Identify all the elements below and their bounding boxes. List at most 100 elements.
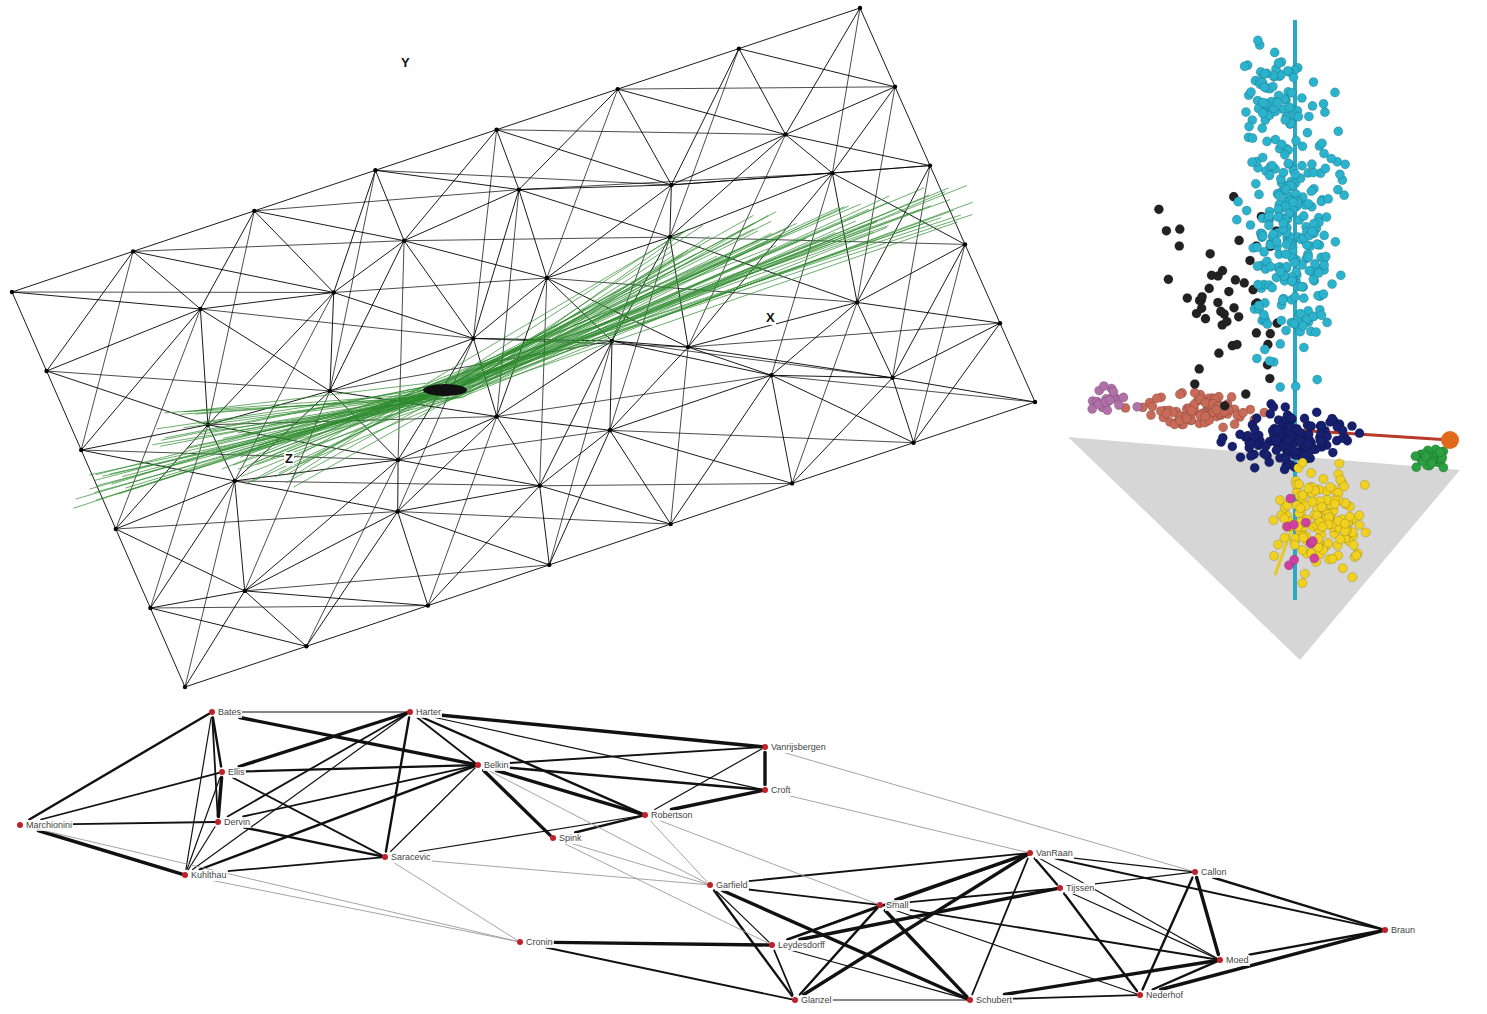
axis-label: X	[765, 311, 776, 325]
data-point	[1307, 422, 1316, 431]
data-point	[1232, 340, 1241, 349]
author-node: Marchionini	[17, 820, 73, 831]
author-node: Callon	[1192, 867, 1228, 878]
mesh-line	[116, 529, 245, 591]
data-point	[1274, 212, 1283, 221]
co-citation-link	[749, 890, 878, 905]
data-point	[1361, 528, 1370, 537]
mesh-line	[116, 309, 201, 529]
mesh-vertex	[233, 479, 237, 483]
data-point	[1264, 221, 1273, 230]
projection-line	[247, 227, 790, 468]
data-point	[1312, 240, 1321, 249]
mesh-vertex	[402, 239, 406, 243]
data-point	[1328, 280, 1337, 289]
data-point	[1308, 537, 1317, 546]
data-point	[1250, 463, 1259, 472]
data-point	[1336, 271, 1345, 280]
mesh-line	[47, 371, 82, 450]
data-point	[1271, 436, 1280, 445]
data-point	[1328, 448, 1337, 457]
mesh-line	[185, 591, 245, 687]
mesh-line	[832, 166, 930, 174]
projection-line	[160, 251, 672, 446]
data-point	[1265, 171, 1274, 180]
data-point	[1276, 267, 1285, 276]
mesh-vertex	[471, 336, 475, 340]
mesh-vertex	[858, 6, 862, 10]
author-node: Dervin	[215, 817, 251, 828]
mesh-line	[428, 417, 497, 606]
mesh-line	[200, 211, 254, 309]
co-citation-link	[896, 911, 1137, 995]
data-point	[1312, 328, 1321, 337]
projection-line	[118, 215, 972, 495]
projection-line	[90, 200, 951, 490]
projection-line	[102, 192, 945, 477]
data-point	[1282, 454, 1291, 463]
mesh-line	[375, 130, 496, 171]
mesh-line	[200, 309, 208, 425]
author-node: Saracevic	[382, 852, 432, 863]
data-point	[1283, 66, 1292, 75]
data-point	[1299, 211, 1308, 220]
co-citation-link	[784, 753, 1192, 872]
co-citation-link	[792, 951, 967, 1000]
mesh-line	[540, 278, 547, 486]
data-point	[1290, 319, 1299, 328]
mesh-vertex	[10, 290, 14, 294]
data-point	[1219, 423, 1228, 432]
mesh-line	[150, 608, 306, 646]
mesh-line	[404, 130, 497, 241]
data-point	[1247, 439, 1256, 448]
mesh-line	[893, 166, 931, 378]
data-point	[1265, 374, 1274, 383]
mesh-vertex	[547, 563, 551, 567]
co-citation-link	[394, 863, 517, 941]
author-node: Small	[877, 900, 910, 911]
mesh-line	[150, 481, 234, 608]
mesh-line	[47, 371, 208, 425]
mesh-line	[610, 430, 914, 442]
mesh-line	[150, 591, 244, 608]
data-point	[1297, 93, 1306, 102]
node-dot	[219, 769, 225, 775]
data-point	[1331, 237, 1340, 246]
data-point	[1304, 484, 1313, 493]
projection-line	[195, 229, 688, 414]
mesh-line	[547, 237, 670, 278]
co-citation-link	[73, 822, 215, 824]
data-point	[1206, 249, 1215, 258]
mesh-line	[375, 170, 519, 189]
mesh-line	[473, 190, 519, 339]
node-dot	[1137, 992, 1143, 998]
data-point	[1220, 401, 1229, 410]
data-point	[1352, 551, 1361, 560]
mesh-line	[792, 378, 892, 484]
mesh-line	[397, 460, 398, 512]
data-point	[1313, 375, 1322, 384]
mesh-line	[540, 430, 610, 486]
data-point	[1291, 170, 1300, 179]
data-point	[1291, 382, 1300, 391]
node-dot	[967, 997, 973, 1003]
mesh-line	[12, 251, 133, 292]
author-node: Spink	[550, 833, 583, 844]
mesh-line	[116, 529, 151, 608]
mesh-vertex	[396, 509, 400, 513]
projection-line	[262, 212, 776, 456]
data-point	[1260, 345, 1269, 354]
mesh-line	[81, 309, 200, 450]
mesh-vertex	[830, 171, 834, 175]
mesh-line	[771, 375, 913, 442]
data-point	[1308, 227, 1317, 236]
data-point	[1254, 190, 1263, 199]
node-dot	[215, 819, 221, 825]
data-point	[1284, 159, 1293, 168]
author-name: Glanzel	[800, 995, 833, 1006]
co-citation-link	[1013, 995, 1137, 999]
data-point	[1109, 387, 1118, 396]
data-point	[1148, 402, 1157, 411]
data-point	[1262, 137, 1271, 146]
